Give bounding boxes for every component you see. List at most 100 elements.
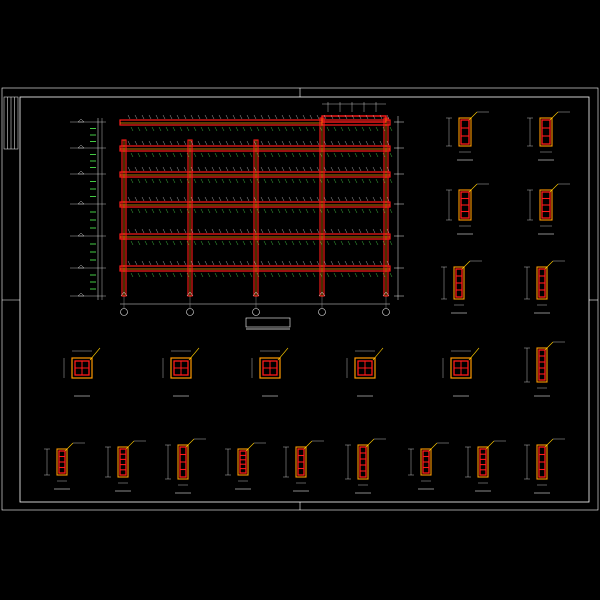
beam-annotation <box>246 260 250 266</box>
beam-annotation <box>337 114 341 120</box>
beam-annotation <box>358 166 362 172</box>
beam-annotation <box>379 166 383 172</box>
level-symbol <box>77 232 85 237</box>
beam-annotation <box>144 208 148 214</box>
beam-annotation <box>235 126 239 132</box>
beam-annotation <box>284 152 288 158</box>
binding-strip <box>3 96 19 150</box>
footing-symbol <box>382 291 390 297</box>
beam-annotation <box>333 240 337 246</box>
beam-annotation <box>228 152 232 158</box>
beam-annotation <box>389 272 393 278</box>
beam-annotation <box>214 152 218 158</box>
beam-annotation <box>354 178 358 184</box>
axis-bubble <box>318 308 326 316</box>
beam-annotation <box>151 272 155 278</box>
beam-annotation <box>375 178 379 184</box>
beam-annotation <box>207 178 211 184</box>
beam-annotation <box>323 260 327 266</box>
beam-annotation <box>141 196 145 202</box>
column-concrete <box>450 357 472 379</box>
beam-annotation <box>158 272 162 278</box>
beam-annotation <box>162 196 166 202</box>
beam-annotation <box>274 166 278 172</box>
frame-elevation <box>70 102 404 316</box>
beam-annotation <box>368 272 372 278</box>
beam-annotation <box>326 126 330 132</box>
beam-annotation <box>155 228 159 234</box>
bottom-section-8 <box>465 440 506 492</box>
column-concrete <box>71 357 93 379</box>
level-symbol <box>77 200 85 205</box>
beam-annotation <box>214 178 218 184</box>
beam-annotation <box>235 178 239 184</box>
beam-annotation <box>333 126 337 132</box>
beam-annotation <box>179 240 183 246</box>
beam-annotation <box>232 228 236 234</box>
beam-annotation <box>158 208 162 214</box>
beam-annotation <box>260 196 264 202</box>
beam-annotation <box>148 228 152 234</box>
beam-annotation <box>225 140 229 146</box>
beam-annotation <box>298 272 302 278</box>
beam-annotation <box>130 272 134 278</box>
column-section-4 <box>346 347 384 397</box>
bottom-section-4 <box>225 442 266 490</box>
beam-annotation <box>375 208 379 214</box>
beam-annotation <box>158 152 162 158</box>
section-leader <box>485 440 495 450</box>
beam-annotation <box>263 178 267 184</box>
beam-annotation <box>291 178 295 184</box>
bottom-section-1 <box>44 442 85 490</box>
beam-annotation <box>148 114 152 120</box>
section-stirrup <box>119 448 127 476</box>
beam-annotation <box>382 272 386 278</box>
beam-annotation <box>155 196 159 202</box>
level-symbol <box>77 144 85 149</box>
beam-annotation <box>368 208 372 214</box>
beam-annotation <box>239 140 243 146</box>
beam-annotation <box>309 114 313 120</box>
beam-annotation <box>309 166 313 172</box>
beam-annotation <box>218 114 222 120</box>
beam-annotation <box>372 228 376 234</box>
axis-bubble <box>186 308 194 316</box>
beam-annotation <box>316 260 320 266</box>
beam-annotation <box>228 240 232 246</box>
beam-annotation <box>200 152 204 158</box>
section-stirrup <box>538 349 546 381</box>
beam-annotation <box>193 178 197 184</box>
beam-annotation <box>372 260 376 266</box>
beam-annotation <box>260 114 264 120</box>
column-concrete <box>170 357 192 379</box>
beam-annotation <box>190 114 194 120</box>
beam-annotation <box>351 228 355 234</box>
beam-annotation <box>183 140 187 146</box>
beam-annotation <box>214 126 218 132</box>
beam-annotation <box>291 272 295 278</box>
column-section-3 <box>251 347 289 397</box>
beam-annotation <box>361 152 365 158</box>
beam-annotation <box>137 152 141 158</box>
beam-annotation <box>225 196 229 202</box>
section-stirrup <box>479 448 487 476</box>
beam-annotation <box>361 240 365 246</box>
beam-annotation <box>316 196 320 202</box>
beam-annotation <box>137 178 141 184</box>
beam-annotation <box>253 196 257 202</box>
beam-annotation <box>351 140 355 146</box>
beam-annotation <box>347 178 351 184</box>
beam-annotation <box>134 114 138 120</box>
beam-annotation <box>211 114 215 120</box>
beam-annotation <box>365 196 369 202</box>
beam-annotation <box>239 166 243 172</box>
beam-annotation <box>295 166 299 172</box>
beam-annotation <box>197 196 201 202</box>
section-concrete <box>237 448 249 476</box>
beam-annotation <box>274 260 278 266</box>
beam-annotation <box>389 126 393 132</box>
beam-annotation <box>127 140 131 146</box>
footing-symbol <box>318 291 326 297</box>
beam-annotation <box>375 152 379 158</box>
beam-annotation <box>179 126 183 132</box>
